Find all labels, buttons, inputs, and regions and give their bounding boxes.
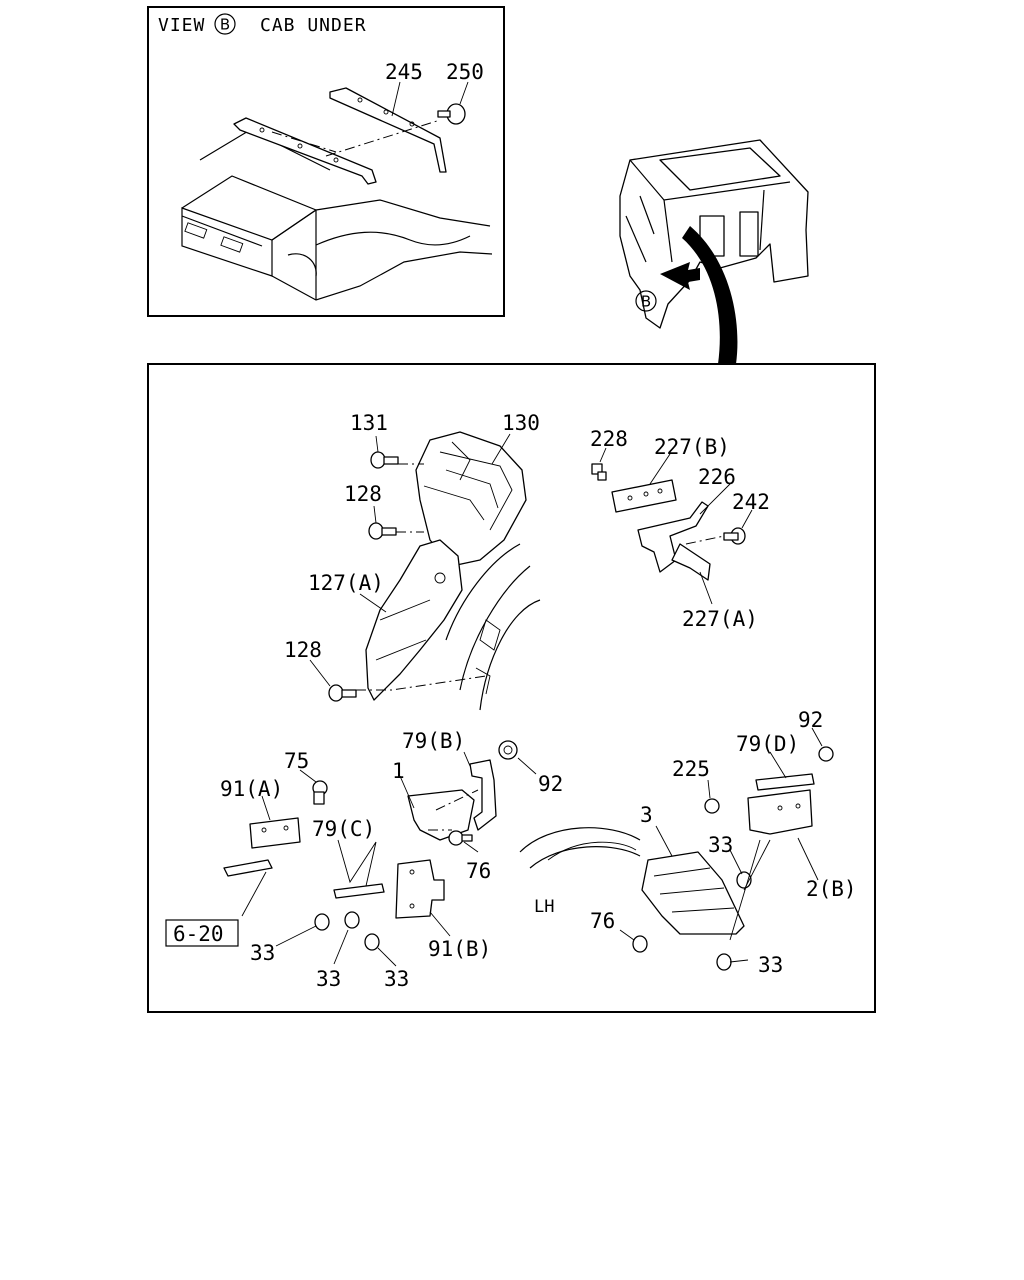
label-227a: 227(A) bbox=[682, 607, 758, 631]
bolt-33-right-bottom-icon bbox=[716, 953, 732, 971]
bracket-227b bbox=[611, 479, 677, 513]
bolt-128-bottom-icon bbox=[328, 684, 357, 702]
tire-outline bbox=[519, 827, 641, 869]
ref-6-20-box[interactable] bbox=[165, 919, 239, 947]
label-33-c: 33 bbox=[384, 967, 409, 991]
plate-91a bbox=[249, 817, 301, 849]
bolt-76-mid-icon bbox=[448, 830, 473, 846]
wheel-house-outline bbox=[445, 543, 541, 711]
bolt-131-icon bbox=[370, 451, 399, 469]
label-76-right: 76 bbox=[590, 909, 615, 933]
label-79b: 79(B) bbox=[402, 729, 465, 753]
label-250: 250 bbox=[446, 60, 484, 84]
view-arrow-icon bbox=[660, 262, 700, 290]
bracket-lower-left bbox=[223, 859, 273, 877]
plate-91b bbox=[395, 859, 445, 919]
label-76-mid: 76 bbox=[466, 859, 491, 883]
cab-underside-drawing bbox=[181, 129, 493, 301]
bracket-lower bbox=[233, 117, 377, 185]
label-128-top: 128 bbox=[344, 482, 382, 506]
bolt-128-top-icon bbox=[368, 522, 397, 540]
label-225: 225 bbox=[672, 757, 710, 781]
label-33-b: 33 bbox=[316, 967, 341, 991]
view-b-frame bbox=[147, 6, 505, 317]
label-2b: 2(B) bbox=[806, 877, 857, 901]
bracket-79b bbox=[469, 759, 497, 831]
bracket-79d bbox=[755, 773, 815, 791]
label-79c: 79(C) bbox=[312, 817, 375, 841]
label-79d: 79(D) bbox=[736, 732, 799, 756]
label-33-right-bottom: 33 bbox=[758, 953, 783, 977]
main-frame bbox=[147, 363, 876, 1013]
nut-92-mid-icon bbox=[498, 740, 518, 760]
label-92-mid: 92 bbox=[538, 772, 563, 796]
cab-circle-letter: B bbox=[641, 293, 651, 311]
nut-225-icon bbox=[704, 798, 720, 814]
label-128-bottom: 128 bbox=[284, 638, 322, 662]
label-91b: 91(B) bbox=[428, 937, 491, 961]
view-b-box: VIEW B CAB UNDER bbox=[147, 6, 505, 317]
bracket-1 bbox=[407, 789, 475, 841]
label-3: 3 bbox=[640, 803, 653, 827]
bolt-250-icon bbox=[437, 103, 466, 125]
bolt-33-b-icon bbox=[344, 911, 360, 929]
cab-circle-marker bbox=[635, 290, 657, 312]
label-228: 228 bbox=[590, 427, 628, 451]
bracket-227a bbox=[671, 543, 711, 581]
label-75: 75 bbox=[284, 749, 309, 773]
bolt-75-icon bbox=[312, 780, 328, 805]
mud-flap-2b bbox=[747, 789, 813, 835]
bolt-33-a-icon bbox=[314, 913, 330, 931]
label-226: 226 bbox=[698, 465, 736, 489]
label-33-right-top: 33 bbox=[708, 833, 733, 857]
label-91a: 91(A) bbox=[220, 777, 283, 801]
mud-guard-3 bbox=[641, 851, 745, 935]
label-227b: 227(B) bbox=[654, 435, 730, 459]
bolt-76-right-icon bbox=[632, 935, 648, 953]
bolt-33-c-icon bbox=[364, 933, 380, 951]
ref-6-20-label: 6-20 bbox=[173, 922, 224, 946]
nut-92-right-icon bbox=[818, 746, 834, 762]
callout-arrow-icon bbox=[682, 226, 738, 364]
label-92-right: 92 bbox=[798, 708, 823, 732]
label-33-a: 33 bbox=[250, 941, 275, 965]
label-1: 1 bbox=[392, 759, 405, 783]
label-131: 131 bbox=[350, 411, 388, 435]
bracket-226 bbox=[637, 501, 709, 573]
label-242: 242 bbox=[732, 490, 770, 514]
nut-228-icon bbox=[591, 463, 607, 481]
bolt-242-icon bbox=[723, 527, 746, 545]
label-127a: 127(A) bbox=[308, 571, 384, 595]
label-130: 130 bbox=[502, 411, 540, 435]
main-exploded-view: 131 130 128 127(A) 128 2 bbox=[147, 363, 876, 1013]
label-lh: LH bbox=[534, 897, 554, 917]
bracket-79c bbox=[333, 883, 385, 899]
fender-127a bbox=[365, 539, 463, 701]
view-circle-letter: B bbox=[220, 16, 230, 34]
view-circle-marker bbox=[214, 13, 236, 35]
panel-130 bbox=[415, 431, 527, 567]
view-caption: CAB UNDER bbox=[260, 15, 367, 36]
label-245: 245 bbox=[385, 60, 423, 84]
cab-overview-drawing: B bbox=[619, 139, 809, 364]
bracket-245 bbox=[329, 87, 447, 173]
view-label: VIEW bbox=[158, 15, 205, 36]
